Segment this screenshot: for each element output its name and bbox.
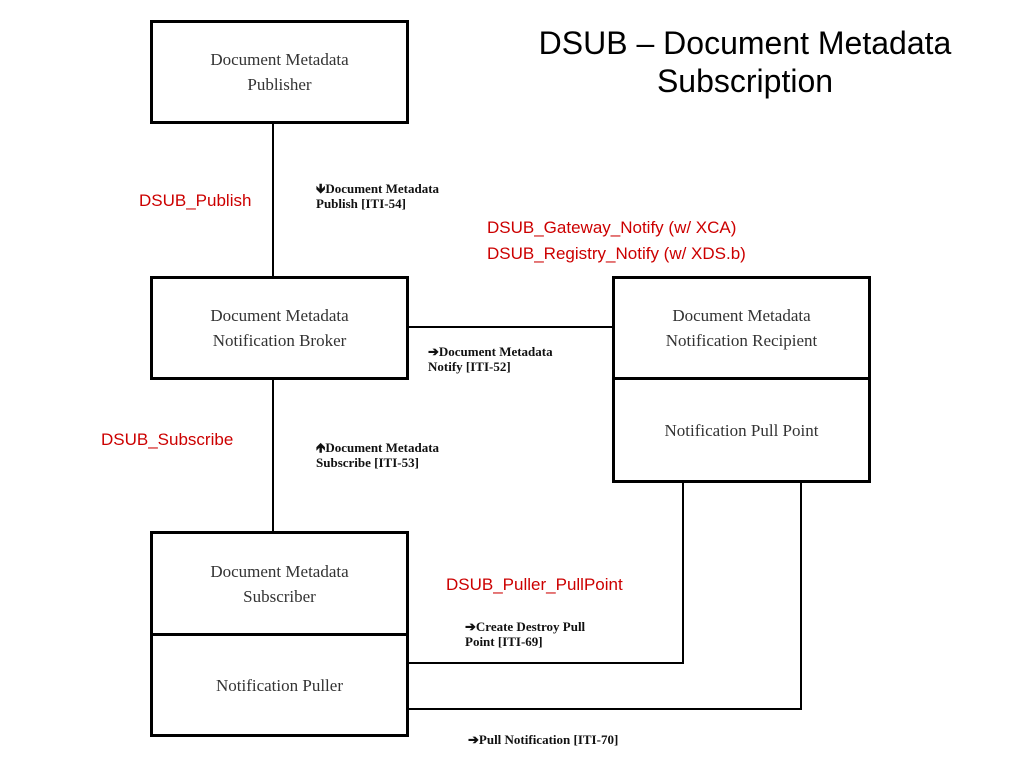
publish-transaction-label: 🡻Document Metadata Publish [ITI-54] [316, 181, 440, 211]
option-puller-pullpoint-label: DSUB_Puller_PullPoint [446, 575, 623, 594]
create-destroy-transaction-label: ➔Create Destroy Pull Point [ITI-69] [465, 619, 586, 649]
publisher-label: Document Metadata Publisher [210, 50, 349, 94]
create-destroy-connector-horizontal [407, 662, 684, 664]
page-title: DSUB – Document Metadata Subscription [538, 25, 952, 99]
publisher-box: Document Metadata Publisher [150, 20, 409, 124]
pull-point-label: Notification Pull Point [664, 420, 819, 440]
puller-box: Notification Puller [150, 633, 409, 737]
subscriber-label: Document Metadata Subscriber [210, 561, 349, 606]
create-destroy-connector-vertical [682, 482, 684, 664]
option-publish-label: DSUB_Publish [139, 191, 252, 210]
pull-point-box: Notification Pull Point [612, 377, 871, 483]
option-gateway-registry-notify-label: DSUB_Gateway_Notify (w/ XCA) DSUB_Regist… [487, 218, 746, 263]
pull-notification-transaction-label: ➔Pull Notification [ITI-70] [468, 732, 619, 747]
notify-transaction-label: ➔Document Metadata Notify [ITI-52] [428, 344, 553, 374]
recipient-label: Document Metadata Notification Recipient [665, 306, 818, 350]
pull-notification-connector-vertical [800, 482, 802, 710]
broker-label: Document Metadata Notification Broker [210, 306, 349, 350]
option-subscribe-label: DSUB_Subscribe [101, 430, 234, 449]
pull-notification-connector-horizontal [407, 708, 802, 710]
subscriber-box: Document Metadata Subscriber [150, 531, 409, 636]
broker-box: Document Metadata Notification Broker [150, 276, 409, 380]
publish-connector [272, 122, 274, 277]
puller-label: Notification Puller [215, 675, 343, 695]
recipient-box: Document Metadata Notification Recipient [612, 276, 871, 380]
subscribe-connector [272, 378, 274, 533]
notify-connector [407, 326, 614, 328]
subscribe-transaction-label: 🡹Document Metadata Subscribe [ITI-53] [316, 440, 440, 470]
